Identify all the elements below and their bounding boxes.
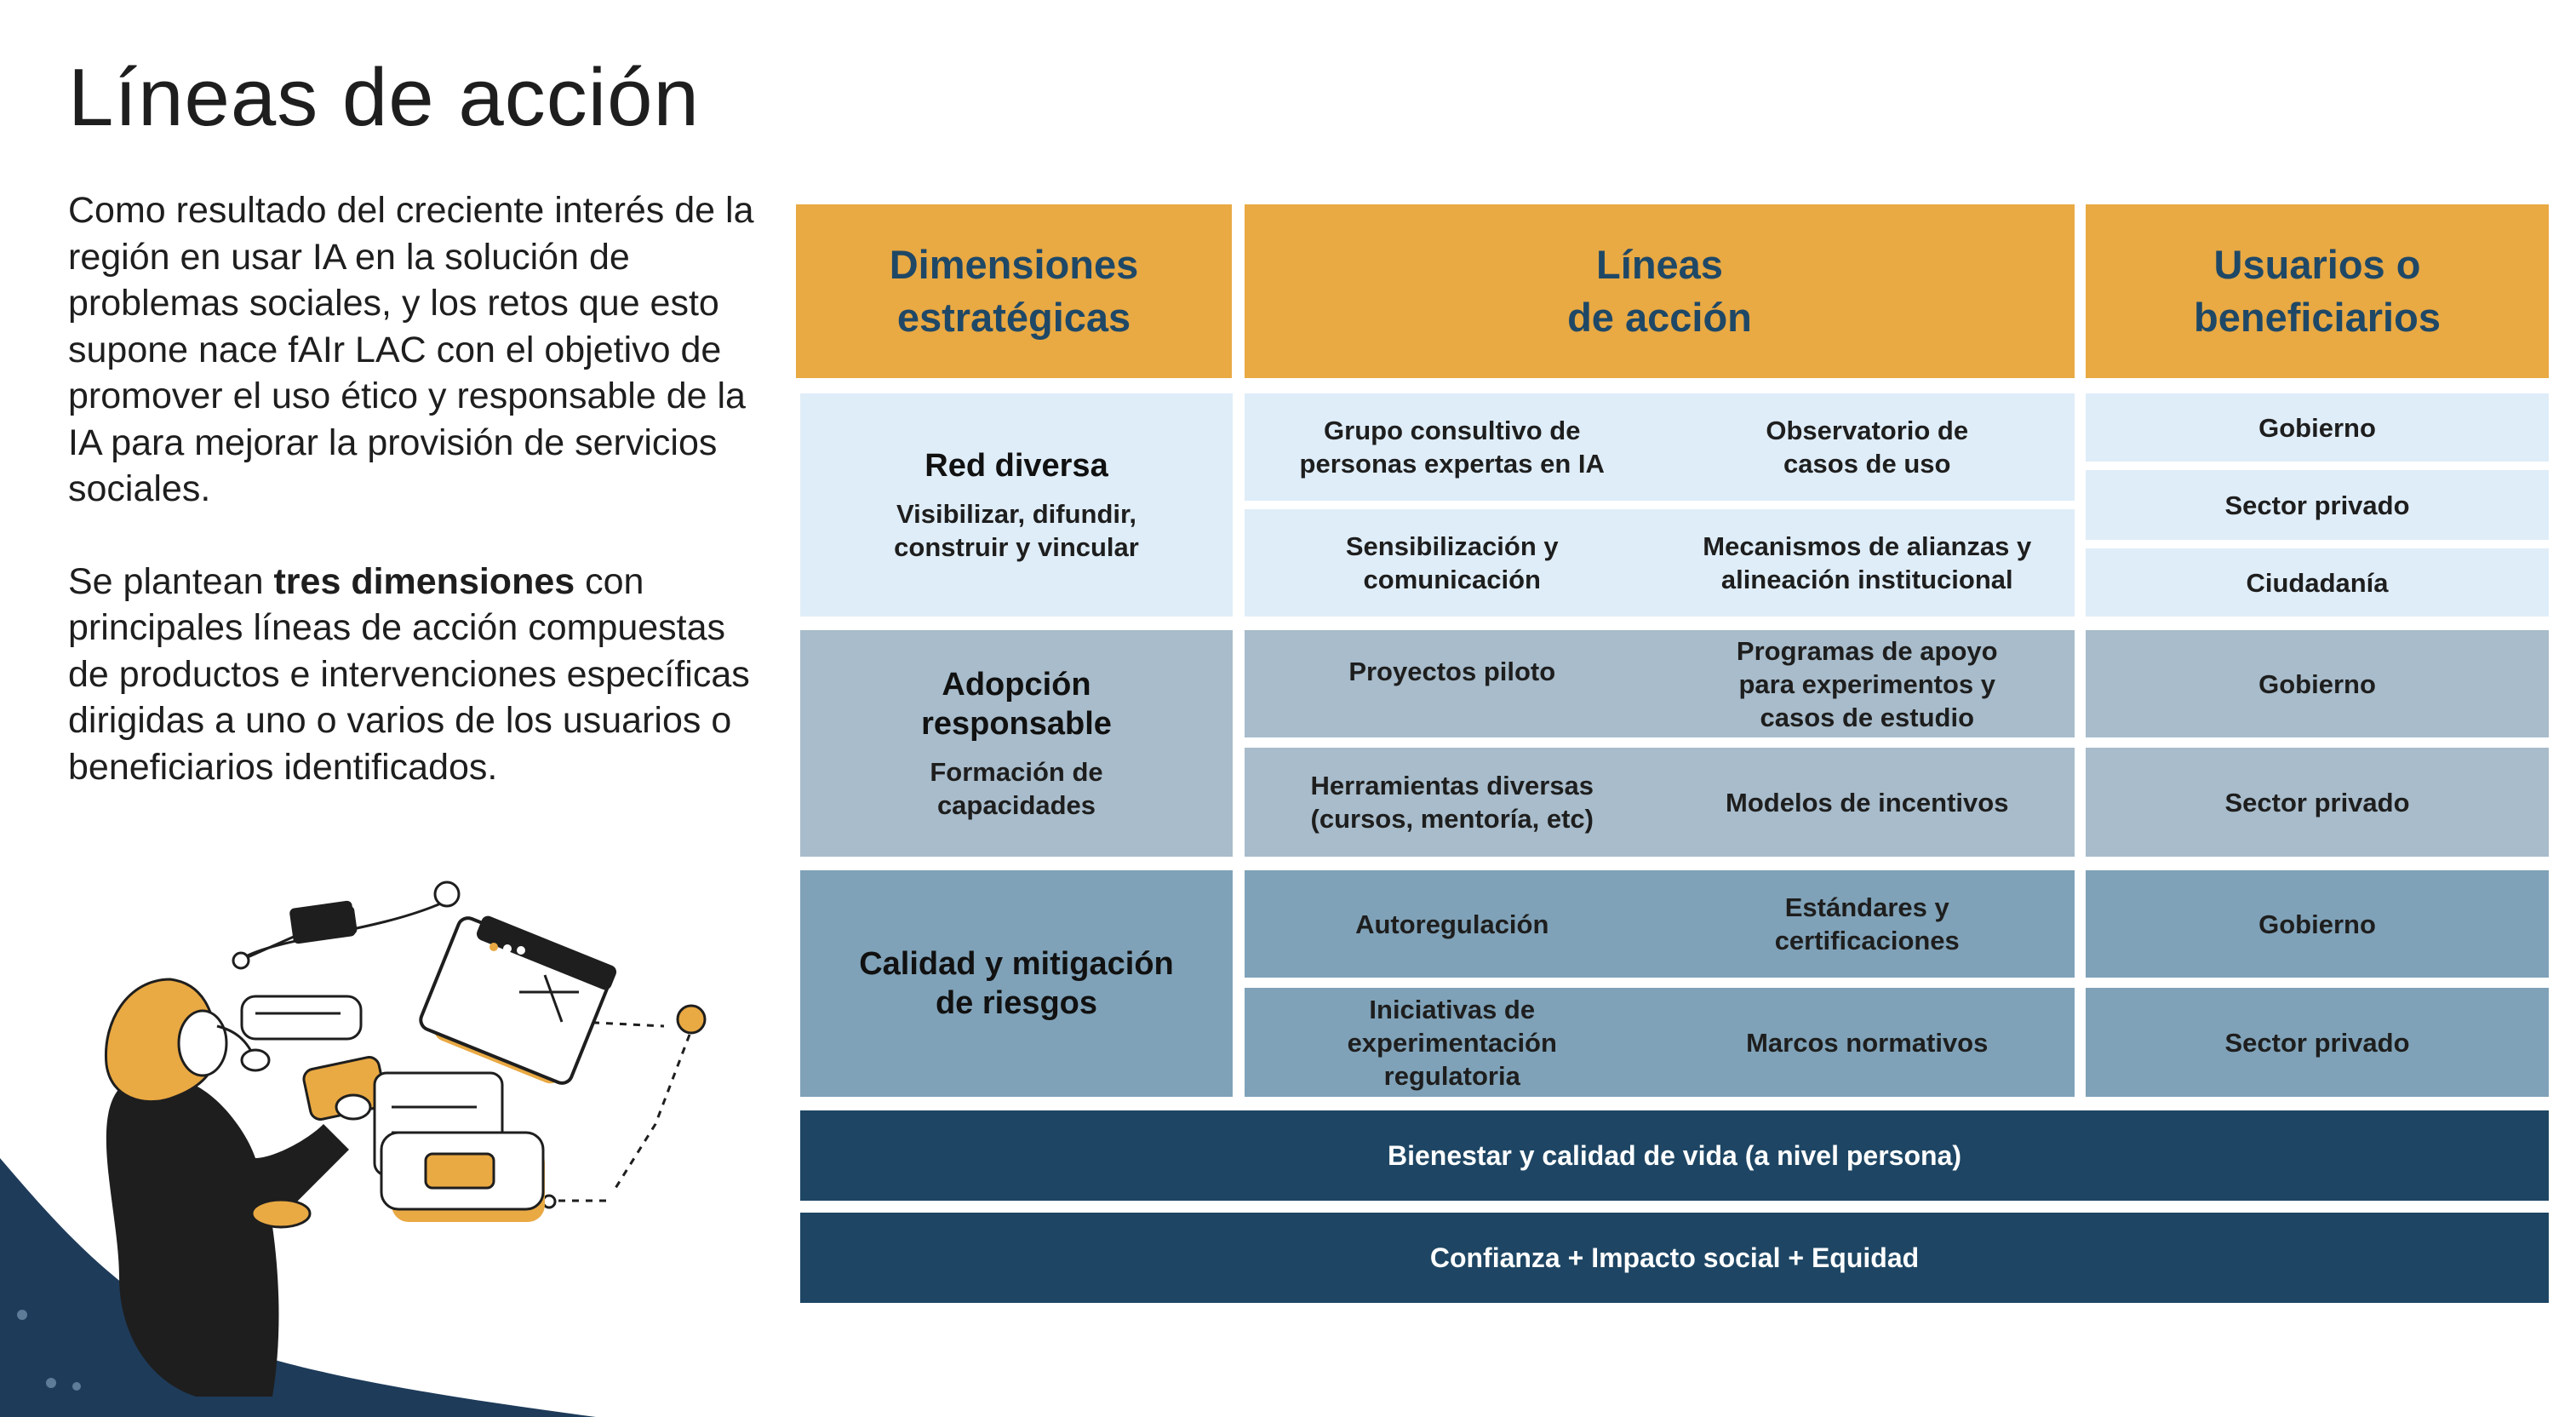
dimension-title: Red diversa (924, 448, 1108, 484)
header-action-lines: Líneas de acción (1245, 204, 2075, 378)
action-line: Observatorio de (1766, 416, 1969, 445)
user-cell: Gobierno (2086, 393, 2549, 462)
intro-paragraph-2: Se plantean tres dimensiones con princip… (68, 559, 766, 791)
intro-p2-bold: tres dimensiones (273, 560, 575, 602)
dimension-title-line2: de riesgos (935, 985, 1098, 1021)
action-item: Herramientas diversas (cursos, mentoría, … (1245, 748, 1660, 857)
dimension-calidad-mitigacion: Calidad y mitigación de riesgos (800, 870, 1233, 1097)
header-action-lines-line2: de acción (1567, 295, 1752, 340)
action-line: Modelos de incentivos (1726, 787, 2009, 818)
action-row-1b: Sensibilización y comunicación Mecanismos… (1245, 509, 2075, 617)
header-users-line2: beneficiarios (2194, 295, 2441, 340)
intro-p2-after: con principales líneas de acción compues… (68, 560, 750, 788)
action-item: Grupo consultivo de personas expertas en … (1245, 393, 1660, 501)
action-line: Marcos normativos (1746, 1027, 1989, 1058)
action-row-3a: Autoregulación Estándares y certificacion… (1245, 870, 2075, 978)
dimension-title-line1: Calidad y mitigación (859, 946, 1174, 982)
user-cell: Sector privado (2086, 470, 2549, 540)
action-line: para experimentos y (1738, 668, 1996, 699)
action-item: Marcos normativos (1660, 988, 2075, 1097)
action-item: Proyectos piloto (1245, 630, 1660, 737)
action-line: Proyectos piloto (1348, 656, 1556, 686)
action-line: Programas de apoyo (1736, 635, 1998, 666)
dimension-subtitle-line2: capacidades (936, 790, 1096, 820)
action-line: Herramientas diversas (1310, 771, 1594, 800)
action-row-1a: Grupo consultivo de personas expertas en … (1245, 393, 2075, 501)
action-line: casos de uso (1783, 449, 1951, 479)
action-line: Grupo consultivo de (1324, 416, 1581, 445)
header-users-line1: Usuarios o (2213, 242, 2421, 287)
dimension-title-line2: responsable (921, 706, 1112, 742)
action-line: (cursos, mentoría, etc) (1310, 804, 1594, 834)
user-cell: Ciudadanía (2086, 548, 2549, 617)
dimension-subtitle: Formación de capacidades (930, 755, 1102, 822)
dimension-subtitle-line1: Visibilizar, difundir, (896, 499, 1136, 529)
action-line: Estándares y (1784, 892, 1949, 922)
dimension-adopcion-responsable: Adopción responsable Formación de capaci… (800, 630, 1233, 857)
action-line: regulatoria (1383, 1060, 1520, 1091)
header-users: Usuarios o beneficiarios (2086, 204, 2549, 378)
header-dimensions: Dimensiones estratégicas (796, 204, 1232, 378)
woman-with-interface-illustration (0, 881, 707, 1417)
dimension-title: Adopción responsable (921, 665, 1112, 743)
intro-text: Como resultado del creciente interés de … (68, 187, 766, 836)
user-cell: Gobierno (2086, 870, 2549, 978)
action-item: Modelos de incentivos (1660, 748, 2075, 857)
dimension-title-line1: Adopción (942, 667, 1091, 703)
action-line: alineación institucional (1720, 565, 2013, 594)
page-title: Líneas de acción (68, 52, 700, 143)
action-item: Mecanismos de alianzas y alineación insti… (1660, 509, 2075, 617)
header-action-lines-line1: Líneas (1596, 242, 1723, 287)
action-line: experimentación (1347, 1027, 1557, 1058)
action-line: Iniciativas de (1369, 994, 1536, 1024)
action-row-2b: Herramientas diversas (cursos, mentoría, … (1245, 748, 2075, 857)
action-line: Sensibilización y (1345, 531, 1559, 561)
dimension-title: Calidad y mitigación de riesgos (859, 944, 1174, 1023)
dimension-subtitle-line1: Formación de (930, 757, 1103, 787)
dimension-subtitle-line2: construir y vincular (894, 532, 1139, 562)
footer-bar-wellbeing: Bienestar y calidad de vida (a nivel per… (800, 1110, 2549, 1201)
action-item: Autoregulación (1245, 870, 1660, 978)
action-item: Sensibilización y comunicación (1245, 509, 1660, 617)
header-dimensions-line2: estratégicas (896, 295, 1131, 340)
action-line: Autoregulación (1355, 909, 1549, 939)
header-dimensions-line1: Dimensiones (889, 242, 1139, 287)
action-item: Observatorio de casos de uso (1660, 393, 2075, 501)
action-line: personas expertas en IA (1299, 449, 1605, 479)
user-cell: Sector privado (2086, 748, 2549, 857)
user-cell: Sector privado (2086, 988, 2549, 1097)
intro-p2-before: Se plantean (68, 560, 274, 602)
intro-paragraph-1: Como resultado del creciente interés de … (68, 190, 754, 509)
action-line: certificaciones (1774, 926, 1960, 955)
action-line: Mecanismos de alianzas y (1703, 531, 2032, 561)
action-item: Estándares y certificaciones (1660, 870, 2075, 978)
action-line: comunicación (1363, 565, 1541, 594)
footer-bar-trust: Confianza + Impacto social + Equidad (800, 1213, 2549, 1303)
action-line: casos de estudio (1760, 702, 1975, 732)
user-cell: Gobierno (2086, 630, 2549, 737)
dimension-subtitle: Visibilizar, difundir, construir y vincu… (894, 497, 1139, 564)
dimension-red-diversa: Red diversa Visibilizar, difundir, const… (800, 393, 1233, 617)
